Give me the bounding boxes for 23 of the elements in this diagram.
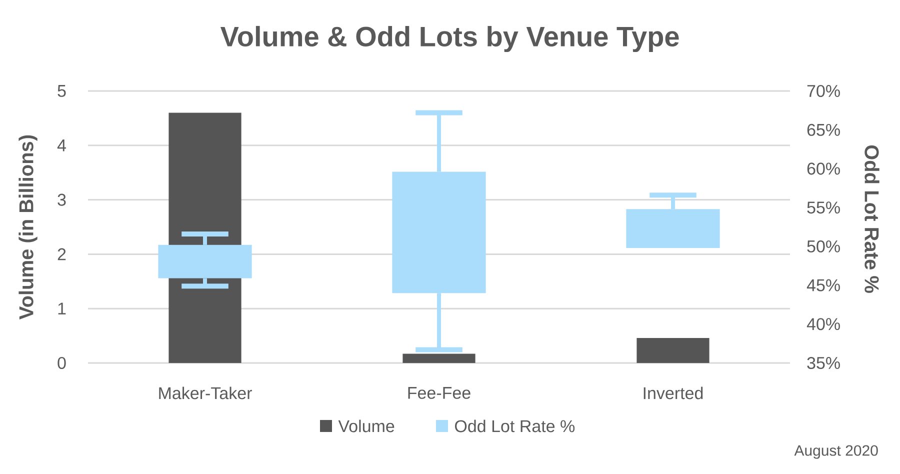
category-label: Fee-Fee: [408, 387, 470, 399]
axis-title: Volume (in Billions): [18, 135, 38, 320]
tick-label: 50%: [807, 240, 840, 252]
category-label: Inverted: [644, 386, 703, 400]
tick-label: 2: [58, 248, 66, 260]
tick-label: 0: [58, 356, 66, 369]
tick-label: 1: [58, 302, 66, 314]
tick-label: 45%: [806, 279, 840, 292]
tick-label: 70%: [807, 84, 840, 98]
tick-label: 55%: [807, 202, 840, 214]
axis-title: Odd Lot Rate %: [864, 145, 880, 293]
tick-label: 35%: [807, 356, 840, 369]
legend-label: Volume: [338, 420, 394, 432]
date-note: August 2020: [794, 445, 878, 459]
tick-label: 4: [57, 140, 66, 152]
tick-label: 65%: [807, 124, 840, 136]
chart-title: Volume & Odd Lots by Venue Type: [220, 26, 679, 52]
legend-label: Odd Lot Rate %: [455, 420, 575, 432]
tick-label: 60%: [807, 162, 840, 175]
tick-label: 40%: [806, 318, 840, 330]
tick-label: 3: [58, 194, 66, 206]
category-label: Maker-Taker: [159, 386, 252, 400]
tick-label: 5: [58, 85, 66, 97]
